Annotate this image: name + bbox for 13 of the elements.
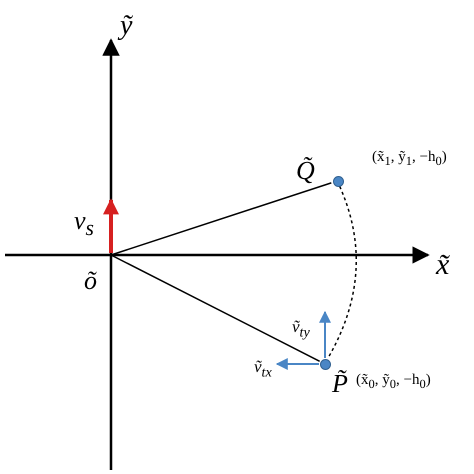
coordinate-label: (x̃$_{1}$, ỹ$_{1}$, −h$_{0}$) — [372, 150, 447, 168]
point-label: õ — [84, 268, 97, 294]
vector-label: v$_{s}$ — [74, 208, 94, 240]
line — [110, 254, 320, 362]
dashed-arc — [327, 186, 357, 359]
vector-label: ṽ$_{tx}$ — [254, 358, 272, 380]
coordinate-label: (x̃$_{0}$, ỹ$_{0}$, −h$_{0}$) — [356, 373, 431, 390]
line — [110, 182, 332, 256]
point-label: P̃ — [332, 371, 348, 397]
vector-label: ṽ$_{ty}$ — [292, 318, 310, 340]
axis-label: x̃ — [436, 250, 450, 280]
axis-label: ỹ — [120, 12, 132, 40]
point-label: Q̃ — [296, 158, 315, 184]
